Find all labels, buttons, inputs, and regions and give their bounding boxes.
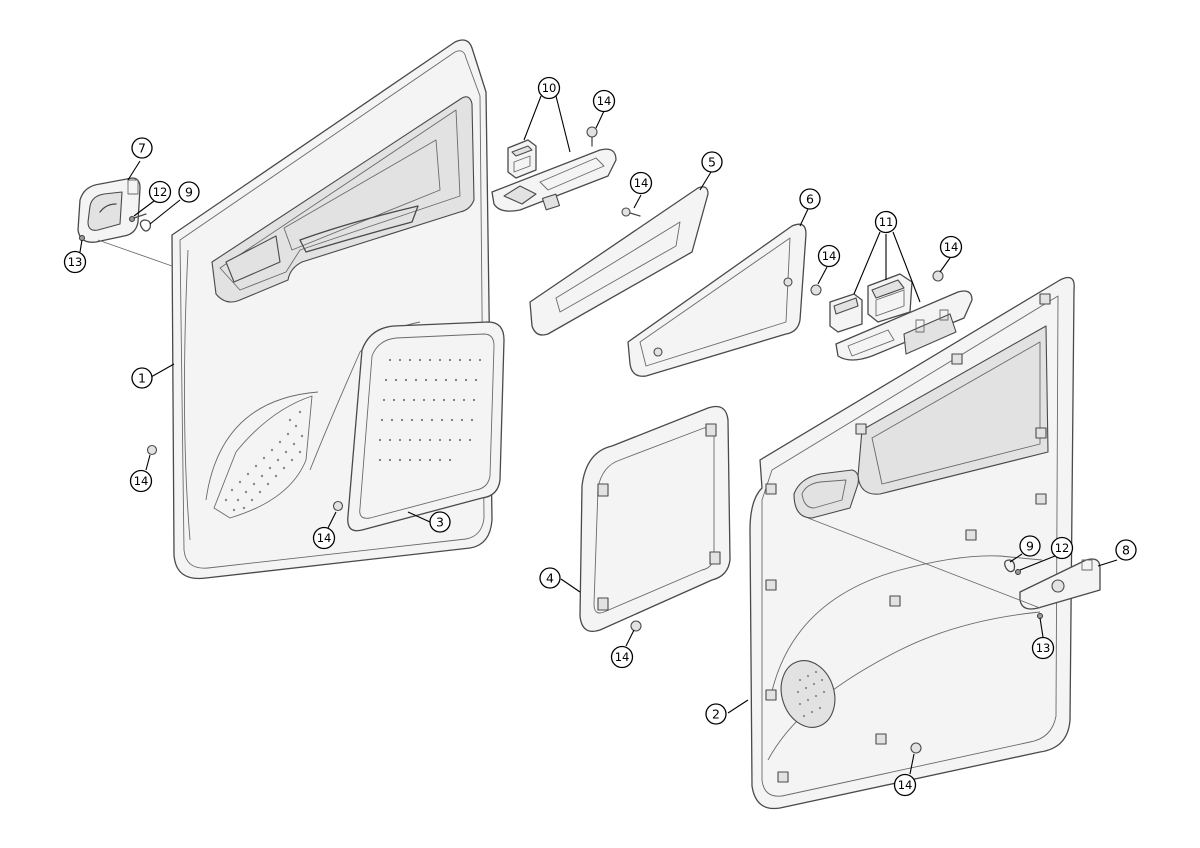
callout-14-speaker-cover: 14 [312, 526, 336, 550]
clip-14-speaker-cover [332, 500, 344, 512]
callout-6-label: 6 [806, 192, 814, 207]
callout-13-front-label: 13 [68, 255, 83, 269]
clip-9-rear [1004, 559, 1016, 573]
callout-1: 1 [131, 367, 153, 389]
callout-14-rear-insert: 14 [817, 244, 841, 268]
callout-13-front: 13 [63, 250, 87, 274]
front-power-window-switch-bezel [491, 148, 617, 212]
callout-9-front-label: 9 [185, 185, 193, 200]
callout-14-front-panel: 14 [129, 469, 153, 493]
callout-14-bezel-rear: 14 [939, 235, 963, 259]
callout-10: 10 [537, 76, 561, 100]
front-speaker-grille [224, 410, 304, 512]
callout-4: 4 [539, 567, 561, 589]
callout-4-label: 4 [546, 571, 554, 586]
callout-14-speaker-cover-label: 14 [317, 531, 332, 545]
callout-2: 2 [705, 703, 727, 725]
clip-14-front-panel [146, 444, 158, 456]
callout-14-rear-insert-label: 14 [822, 249, 837, 263]
clip-14-bezel-front [586, 126, 598, 147]
callout-9-rear-label: 9 [1026, 539, 1034, 554]
rear-speaker-cover-frame [579, 405, 731, 633]
clip-14-bezel-rear [932, 270, 944, 282]
handle-alignment-line-rear [807, 517, 1041, 609]
callout-3: 3 [429, 511, 451, 533]
callout-13-rear: 13 [1031, 636, 1055, 660]
callout-14-rear-panel: 14 [893, 773, 917, 797]
callout-14-bezel-front-label: 14 [597, 94, 612, 108]
clip-14-rear-insert [810, 284, 822, 296]
clip-14-rear-panel [910, 742, 922, 754]
callout-10-label: 10 [542, 81, 557, 95]
rear-inner-door-handle [1019, 558, 1101, 610]
handle-alignment-line-front [97, 239, 173, 267]
callout-12-front-label: 12 [153, 185, 168, 199]
callout-14-insert: 14 [629, 171, 653, 195]
screw-13-front [79, 235, 85, 241]
clip-14-insert [621, 207, 641, 217]
callout-12-front: 12 [148, 180, 172, 204]
callout-6: 6 [799, 188, 821, 210]
callout-14-bezel-front: 14 [592, 89, 616, 113]
rear-power-window-switch-bezel [835, 290, 973, 361]
screw-12-rear [1015, 569, 1021, 575]
screw-13-rear [1037, 613, 1043, 619]
callout-14-bezel-rear-label: 14 [944, 240, 959, 254]
callout-5-label: 5 [708, 155, 716, 170]
speaker-cover-mesh [378, 358, 482, 462]
rear-door-trim-panel [749, 276, 1075, 810]
clip-14-rear-frame [630, 620, 642, 632]
callout-1-label: 1 [138, 371, 146, 386]
callout-2-label: 2 [712, 707, 720, 722]
clip-9-front [139, 219, 152, 232]
callout-14-front-panel-label: 14 [134, 474, 149, 488]
callout-7: 7 [131, 137, 153, 159]
callout-9-front: 9 [178, 181, 200, 203]
callout-14-rear-frame-label: 14 [615, 650, 630, 664]
callout-8: 8 [1115, 539, 1137, 561]
rear-window-switch-a [829, 293, 863, 333]
callout-11-label: 11 [879, 215, 894, 229]
callout-13-rear-label: 13 [1036, 641, 1051, 655]
callout-8-label: 8 [1122, 543, 1130, 558]
callout-12-rear-label: 12 [1055, 541, 1070, 555]
callout-3-label: 3 [436, 515, 444, 530]
callout-12-rear: 12 [1050, 536, 1074, 560]
front-speaker-cover [347, 321, 505, 532]
front-window-switch [507, 139, 537, 179]
callout-11: 11 [874, 210, 898, 234]
callout-14-rear-panel-label: 14 [898, 778, 913, 792]
callout-5: 5 [701, 151, 723, 173]
callout-7-label: 7 [138, 141, 146, 156]
front-inner-door-handle [77, 177, 141, 243]
rear-trim-insert [627, 223, 807, 377]
rear-window-switch-b [867, 273, 913, 323]
rear-speaker-grille [796, 670, 826, 718]
callout-9-rear: 9 [1019, 535, 1041, 557]
callout-14-rear-frame: 14 [610, 645, 634, 669]
leader-lines [79, 95, 1118, 775]
screw-12-front [129, 213, 147, 222]
callout-14-insert-label: 14 [634, 176, 649, 190]
